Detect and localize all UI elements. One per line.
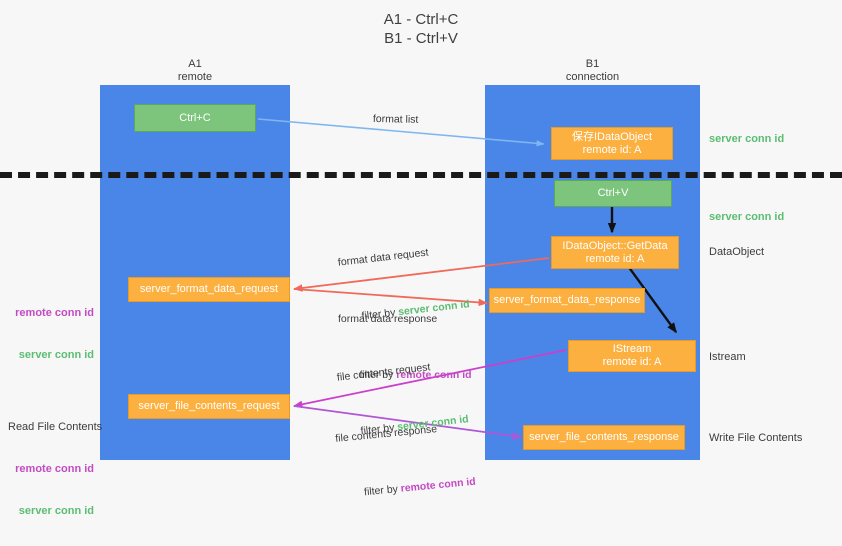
box-ctrl-c[interactable]: Ctrl+C bbox=[134, 104, 256, 132]
left-label-read-file-contents-group: Read File Contents remote conn id server… bbox=[8, 392, 103, 546]
lane-header-b1: B1 connection bbox=[565, 58, 620, 83]
arrow-label-format-data-request: format data request bbox=[337, 246, 430, 269]
arrow-label-file-contents-response: file contents response bbox=[334, 423, 438, 445]
box-server-file-contents-request[interactable]: server_file_contents_request bbox=[128, 394, 290, 419]
arrow-label-format-data-response-group: format data response filter by remote co… bbox=[338, 284, 472, 424]
right-label-write-file-contents: Write File Contents bbox=[709, 432, 803, 444]
arrow-label-format-list: format list bbox=[372, 112, 419, 126]
box-istream[interactable]: IStream remote id: A bbox=[568, 340, 696, 372]
left-label-remote-conn-id-1: remote conn id bbox=[15, 307, 94, 319]
right-label-istream: Istream bbox=[709, 351, 746, 363]
box-server-file-contents-response[interactable]: server_file_contents_response bbox=[523, 425, 685, 450]
left-label-server-conn-id-1: server conn id bbox=[18, 349, 94, 361]
page-title: A1 - Ctrl+C B1 - Ctrl+V bbox=[383, 11, 459, 47]
left-label-server-conn-id-2: server conn id bbox=[18, 505, 94, 517]
arrow-label-filter-by-4: filter by remote conn id bbox=[363, 475, 477, 499]
box-server-format-data-request[interactable]: server_format_data_request bbox=[128, 277, 290, 302]
lane-header-a1: A1 remote bbox=[177, 58, 213, 83]
phase-divider bbox=[0, 172, 842, 178]
right-label-dataobject: DataObject bbox=[709, 246, 765, 258]
right-label-server-conn-id-2: server conn id bbox=[709, 211, 785, 223]
box-server-format-data-response[interactable]: server_format_data_response bbox=[489, 288, 645, 313]
left-label-read-file-contents: Read File Contents bbox=[8, 421, 103, 433]
box-ctrl-v[interactable]: Ctrl+V bbox=[554, 180, 672, 207]
arrow-label-file-contents-request: file contents request bbox=[336, 361, 432, 384]
right-label-server-conn-id-1: server conn id bbox=[709, 133, 785, 145]
left-label-conn-ids-1: remote conn id server conn id bbox=[8, 278, 94, 390]
box-idataobject-getdata[interactable]: IDataObject::GetData remote id: A bbox=[551, 236, 679, 269]
arrow-label-file-contents-response-group: file contents response filter by remote … bbox=[332, 391, 480, 543]
diagram-canvas: A1 - Ctrl+C B1 - Ctrl+V A1 remote B1 con… bbox=[0, 11, 842, 517]
left-label-remote-conn-id-2: remote conn id bbox=[15, 463, 94, 475]
arrow-label-filter-by-2: filter by remote conn id bbox=[359, 369, 472, 381]
arrow-label-format-data-response: format data response bbox=[338, 313, 438, 325]
box-save-idataobject[interactable]: 保存IDataObject remote id: A bbox=[551, 127, 673, 160]
